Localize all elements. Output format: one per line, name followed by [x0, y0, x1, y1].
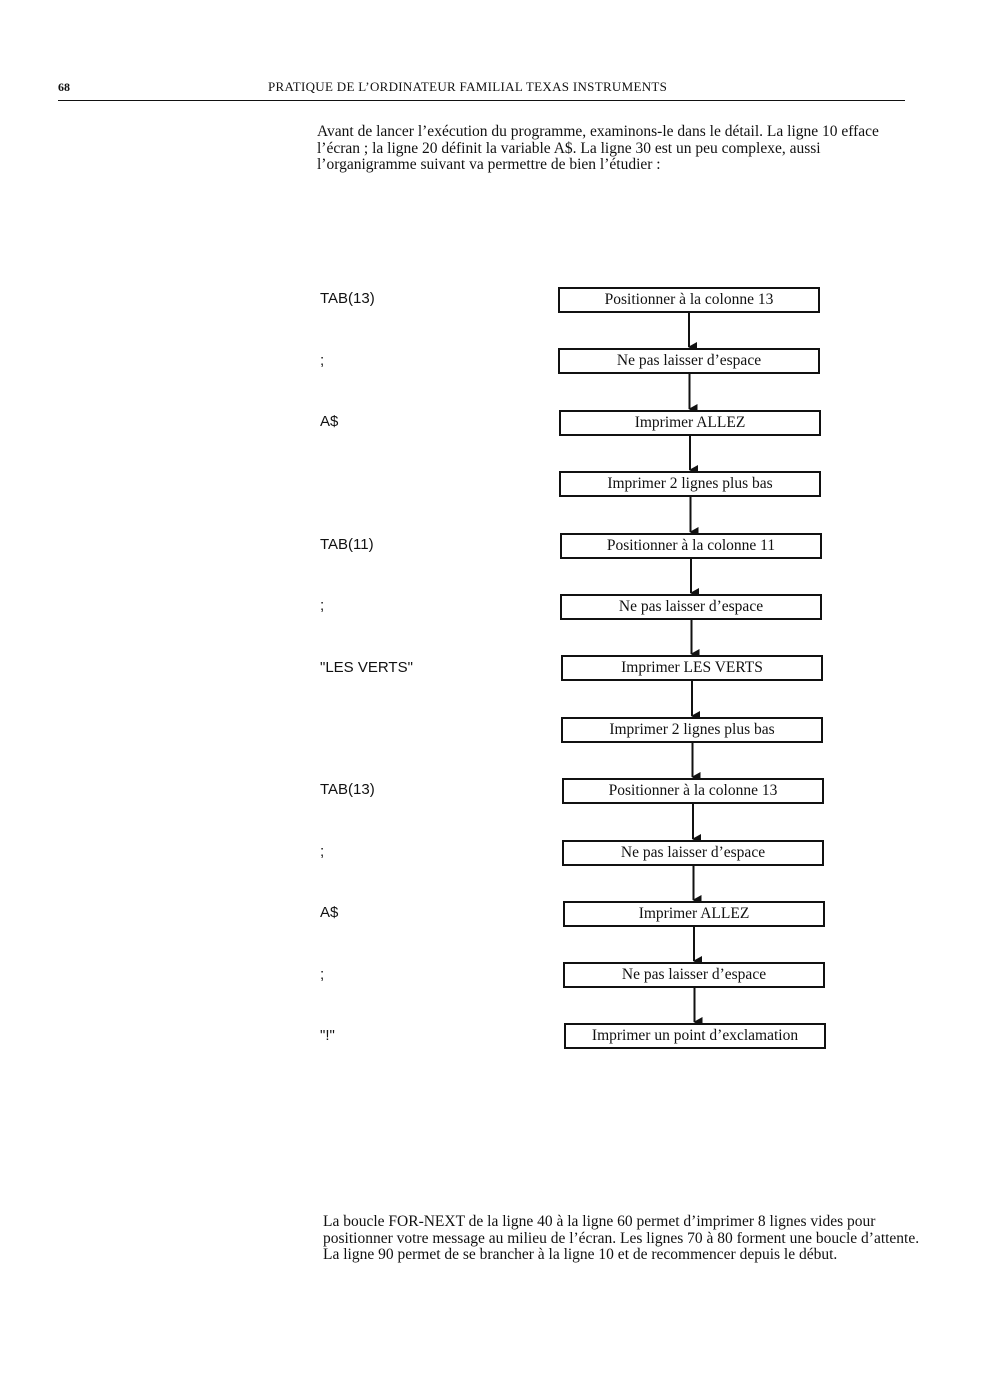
flow-step-11: Imprimer ALLEZ	[563, 901, 825, 927]
code-label-7: "LES VERTS"	[320, 659, 413, 676]
flow-step-3: Imprimer ALLEZ	[559, 410, 821, 436]
flow-step-10: Ne pas laisser d’espace	[562, 840, 824, 866]
flow-step-7: Imprimer LES VERTS	[561, 655, 823, 681]
outro-paragraph: La boucle FOR-NEXT de la ligne 40 à la l…	[323, 1213, 920, 1263]
code-label-6: ;	[320, 597, 325, 614]
code-label-10: ;	[320, 843, 325, 860]
code-label-11: A$	[320, 904, 339, 921]
code-label-5: TAB(11)	[320, 536, 374, 553]
code-label-1: TAB(13)	[320, 290, 375, 307]
flow-step-12: Ne pas laisser d’espace	[563, 962, 825, 988]
code-label-9: TAB(13)	[320, 781, 375, 798]
running-title: PRATIQUE DE L’ORDINATEUR FAMILIAL TEXAS …	[268, 79, 668, 94]
flow-step-6: Ne pas laisser d’espace	[560, 594, 822, 620]
page-header: 68 PRATIQUE DE L’ORDINATEUR FAMILIAL TEX…	[58, 79, 905, 102]
intro-paragraph: Avant de lancer l’exécution du programme…	[317, 123, 879, 173]
flow-step-5: Positionner à la colonne 11	[560, 533, 822, 559]
code-label-2: ;	[320, 352, 325, 369]
code-label-13: "!"	[320, 1027, 335, 1044]
flow-step-4: Imprimer 2 lignes plus bas	[559, 471, 821, 497]
flow-step-2: Ne pas laisser d’espace	[558, 348, 820, 374]
header-rule	[58, 100, 905, 101]
page-number: 68	[58, 80, 70, 94]
code-label-12: ;	[320, 966, 325, 983]
code-label-3: A$	[320, 413, 339, 430]
flow-step-9: Positionner à la colonne 13	[562, 778, 824, 804]
flow-step-8: Imprimer 2 lignes plus bas	[561, 717, 823, 743]
flow-step-13: Imprimer un point d’exclamation	[564, 1023, 826, 1049]
flow-step-1: Positionner à la colonne 13	[558, 287, 820, 313]
